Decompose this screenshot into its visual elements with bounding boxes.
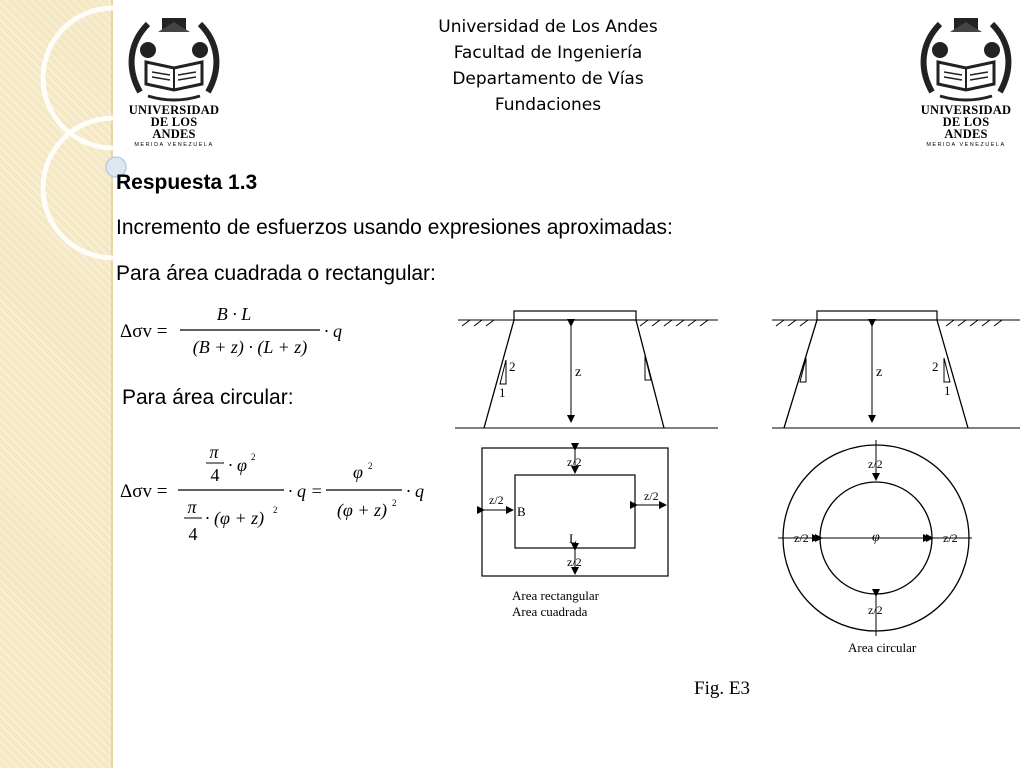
circ-elevation-view: z 2 1 [772,310,1020,429]
spread-line-right-a [783,319,818,429]
decorative-rings [40,5,127,261]
slope-triangle-right [644,355,652,381]
intro-text: Incremento de esfuerzos usando expresion… [116,216,673,239]
formula-circ-num2: φ [353,462,363,482]
university-logo-left: UNIVERSIDAD DE LOS ANDES MERIDA VENEZUEL… [128,12,220,148]
circ-plan-phi-label: φ [872,530,880,545]
legend-square-area: Area cuadrada [512,604,588,619]
side-decoration-band [0,0,113,768]
depth-label-right: z [876,365,882,380]
circ-plan-right-z2: z/2 [943,531,958,545]
ground-hatch-left [461,319,709,327]
formula-circ-phi-top: · φ [228,455,247,475]
formula-circ-lhs: Δσv = [120,481,167,502]
logo-name-line2: DE LOS ANDES [150,115,198,141]
formula-rect-factor: · q [324,321,342,341]
rect-elevation-view: z 2 1 [455,310,718,429]
university-logo-right: UNIVERSIDAD DE LOS ANDES MERIDA VENEZUEL… [920,12,1012,148]
spread-line-right-b [936,319,969,429]
formula-rect-lhs: Δσv = [120,321,167,342]
rect-plan-bottom-z2: z/2 [567,555,582,569]
formula-circ-exp-bottom: 2 [273,505,278,515]
legend-circ-area: Area circular [848,640,917,655]
rect-plan-b-label: B [517,504,526,519]
slope-two-right: 2 [932,359,939,374]
formula-circ-pi-top: π [209,442,219,462]
formula-circ-eq-q: · q = [288,481,323,501]
formula-rect-numerator: B · L [217,304,252,324]
formula-circ-inner-den: · (φ + z) [205,508,264,529]
university-seal-icon [920,18,1012,102]
header-faculty: Facultad de Ingeniería [453,43,643,63]
university-seal-icon [128,18,220,102]
formula-circ-exp-top: 2 [251,452,256,462]
formula-circ-four-top: 4 [211,465,220,485]
rect-plan-l-label: L [569,531,577,546]
formula-circ-exp-den2: 2 [392,498,397,508]
logo-subtitle: MERIDA VENEZUELA [134,142,214,148]
formula-circ-factor: · q [406,481,424,501]
formula-circ: Δσv = π 4 · φ 2 π 4 · (φ + z) 2 · q = φ … [120,442,424,544]
logo-name-line1: UNIVERSIDAD [920,103,1012,117]
formula-rect-denominator: (B + z) · (L + z) [193,337,307,358]
rect-plan-right-z2: z/2 [644,489,659,503]
circ-plan-view: φ z/2 z/2 z/2 z/2 Area circular [778,440,972,655]
formula-circ-den2: (φ + z) [337,500,387,521]
header-course: Fundaciones [494,95,602,115]
slope-one-right: 1 [944,383,951,398]
slope-one-left: 1 [499,385,506,400]
rect-area-heading: Para área cuadrada o rectangular: [116,262,436,285]
header-department: Departamento de Vías [452,69,644,89]
logo-name-line2: DE LOS ANDES [942,115,990,141]
deco-dot [105,156,127,178]
slope-triangle-left [499,359,507,385]
rect-plan-top-z2: z/2 [567,455,582,469]
logo-name-line1: UNIVERSIDAD [128,103,220,117]
circ-plan-left-z2: z/2 [794,531,809,545]
circ-plan-top-z2: z/2 [868,457,883,471]
spread-line-left-a [483,319,515,429]
footing-right [816,310,938,321]
answer-title: Respuesta 1.3 [116,171,258,194]
formula-circ-four-bottom: 4 [189,524,198,544]
rect-plan-left-z2: z/2 [489,493,504,507]
depth-label-left: z [575,365,581,380]
footing-left [513,310,637,321]
legend-rect-area: Area rectangular [512,588,600,603]
slope-two-left: 2 [509,359,516,374]
formula-rect: Δσv = B · L (B + z) · (L + z) · q [120,304,342,358]
rect-plan-view: z/2 z/2 z/2 z/2 B L Area rectangular Are… [477,443,669,619]
slope-triangle-r-right [943,357,951,383]
stress-distribution-figure: z 2 1 z 2 1 z/2 z/2 z/2 z/2 B [455,310,1020,655]
formula-circ-exp-num2: 2 [368,461,373,471]
figure-caption: Fig. E3 [694,678,750,699]
circ-plan-bottom-z2: z/2 [868,603,883,617]
slope-triangle-r-left [799,357,807,383]
logo-subtitle: MERIDA VENEZUELA [926,142,1006,148]
header-university: Universidad de Los Andes [438,17,658,37]
ground-hatch-right [775,319,1003,327]
formula-circ-pi-bottom: π [187,497,197,517]
circ-area-heading: Para área circular: [122,386,294,409]
